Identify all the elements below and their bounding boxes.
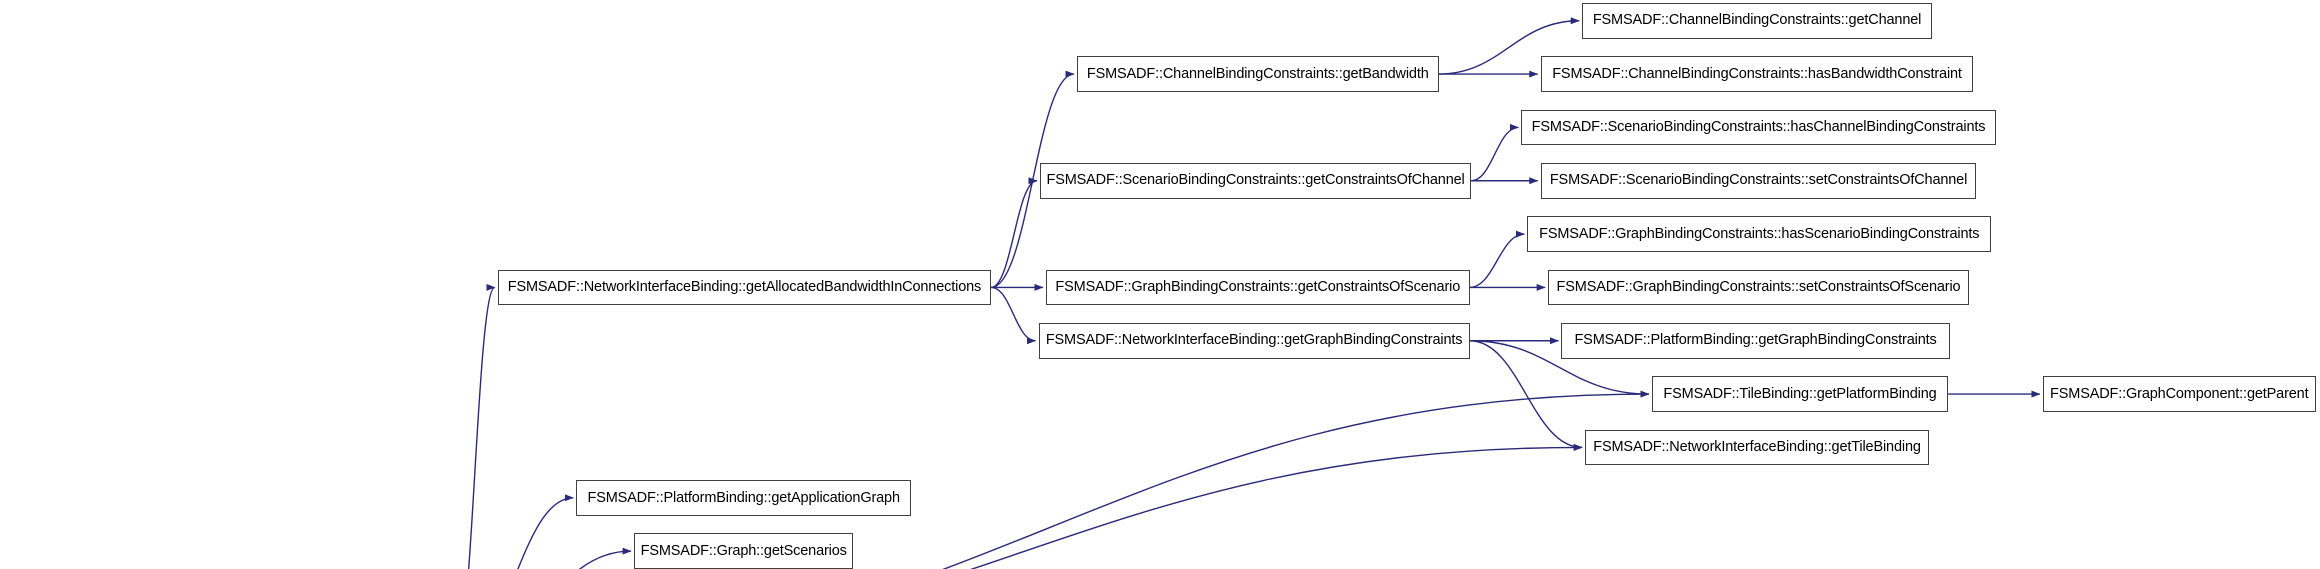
call-edge-network-interface-binding-get-in-bandwidth-used-for-graph--to--network-interface-binding-get-allocated-bandwidth-in-connections: [468, 284, 496, 569]
graph-node-scenario-binding-constraints-set-constraints-of-channel[interactable]: FSMSADF::ScenarioBindingConstraints::set…: [1540, 162, 1977, 199]
graph-node-platform-binding-get-graph-binding-constraints[interactable]: FSMSADF::PlatformBinding::getGraphBindin…: [1561, 322, 1950, 359]
graph-node-label: FSMSADF::GraphBindingConstraints::getCon…: [1055, 279, 1461, 296]
graph-node-platform-binding-get-application-graph[interactable]: FSMSADF::PlatformBinding::getApplication…: [576, 480, 912, 516]
graph-node-label: FSMSADF::ChannelBindingConstraints::getB…: [1086, 65, 1429, 82]
graph-node-label: FSMSADF::Graph::getScenarios: [640, 542, 847, 559]
graph-node-label: FSMSADF::PlatformBinding::getGraphBindin…: [1574, 332, 1937, 349]
call-edge-network-interface-binding-get-in-bandwidth-used-for-graph--to--platform-binding-get-application-graph: [517, 494, 574, 569]
call-edge-scenario-binding-constraints-get-constraints-of-channel--to--scenario-binding-constraints-has-channel-binding-constraints: [1471, 123, 1519, 182]
graph-node-label: FSMSADF::ScenarioBindingConstraints::set…: [1549, 172, 1968, 189]
graph-node-label: FSMSADF::ScenarioBindingConstraints::has…: [1531, 119, 1986, 136]
graph-node-label: FSMSADF::ChannelBindingConstraints::hasB…: [1552, 65, 1962, 82]
graph-node-label: FSMSADF::GraphBindingConstraints::setCon…: [1556, 279, 1961, 296]
graph-node-label: FSMSADF::ChannelBindingConstraints::getC…: [1592, 12, 1922, 29]
graph-node-channel-binding-constraints-get-bandwidth[interactable]: FSMSADF::ChannelBindingConstraints::getB…: [1077, 56, 1439, 92]
graph-node-scenario-binding-constraints-get-constraints-of-channel[interactable]: FSMSADF::ScenarioBindingConstraints::get…: [1040, 162, 1472, 199]
call-edge-network-interface-binding-get-allocated-bandwidth-in-connections--to--network-interface-binding-get-graph-binding-constraints: [990, 286, 1037, 345]
graph-node-channel-binding-constraints-has-bandwidth-constraint[interactable]: FSMSADF::ChannelBindingConstraints::hasB…: [1540, 56, 1974, 92]
graph-node-label: FSMSADF::PlatformBinding::getApplication…: [587, 489, 900, 506]
graph-node-network-interface-binding-get-graph-binding-constraints[interactable]: FSMSADF::NetworkInterfaceBinding::getGra…: [1038, 322, 1470, 359]
graph-node-channel-binding-constraints-get-channel[interactable]: FSMSADF::ChannelBindingConstraints::getC…: [1582, 2, 1932, 39]
graph-node-scenario-binding-constraints-has-channel-binding-constraints[interactable]: FSMSADF::ScenarioBindingConstraints::has…: [1521, 109, 1996, 146]
graph-node-label: FSMSADF::NetworkInterfaceBinding::getTil…: [1593, 439, 1921, 456]
graph-node-graph-get-scenarios[interactable]: FSMSADF::Graph::getScenarios: [634, 533, 854, 569]
graph-node-label: FSMSADF::GraphBindingConstraints::hasSce…: [1539, 225, 1980, 242]
call-edge-network-interface-binding-get-allocated-bandwidth-in-connections--to--scenario-binding-constraints-get-constraints-of-channel: [990, 177, 1038, 289]
graph-node-tile-binding-get-platform-binding[interactable]: FSMSADF::TileBinding::getPlatformBinding: [1651, 376, 1949, 412]
call-edge-network-interface-binding-get-in-bandwidth-used-for-graph--to--graph-get-scenarios: [578, 547, 632, 569]
graph-node-network-interface-binding-get-allocated-bandwidth-in-connections[interactable]: FSMSADF::NetworkInterfaceBinding::getAll…: [497, 269, 992, 306]
graph-node-label: FSMSADF::NetworkInterfaceBinding::getGra…: [1045, 332, 1463, 349]
graph-node-label: FSMSADF::NetworkInterfaceBinding::getAll…: [507, 279, 982, 296]
graph-node-network-interface-binding-get-tile-binding[interactable]: FSMSADF::NetworkInterfaceBinding::getTil…: [1585, 429, 1929, 466]
graph-node-graph-binding-constraints-has-scenario-binding-constraints[interactable]: FSMSADF::GraphBindingConstraints::hasSce…: [1527, 216, 1992, 252]
call-edge-graph-binding-constraints-get-constraints-of-scenario--to--graph-binding-constraints-has-scenario-binding-constraints: [1469, 230, 1525, 289]
graph-node-label: FSMSADF::TileBinding::getPlatformBinding: [1663, 385, 1937, 402]
graph-node-graph-binding-constraints-get-constraints-of-scenario[interactable]: FSMSADF::GraphBindingConstraints::getCon…: [1045, 269, 1470, 306]
graph-node-label: FSMSADF::GraphComponent::getParent: [2050, 385, 2309, 402]
graph-node-graph-component-get-parent[interactable]: FSMSADF::GraphComponent::getParent: [2042, 376, 2316, 412]
graph-node-graph-binding-constraints-set-constraints-of-scenario[interactable]: FSMSADF::GraphBindingConstraints::setCon…: [1548, 269, 1969, 306]
graph-node-label: FSMSADF::ScenarioBindingConstraints::get…: [1046, 172, 1465, 189]
